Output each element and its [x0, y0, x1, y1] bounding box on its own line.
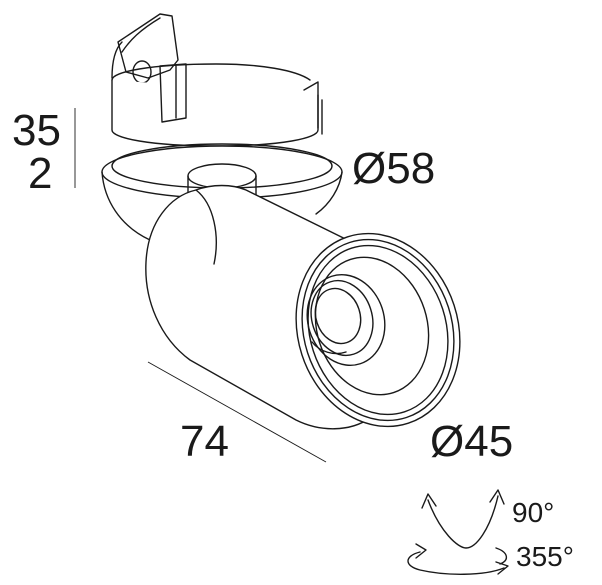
length-label: 74 — [180, 417, 229, 466]
flange-diameter-label: Ø58 — [352, 144, 435, 193]
height-top-label: 35 — [12, 106, 61, 155]
pan-arrow-icon — [407, 543, 509, 575]
tilt-angle-label: 90° — [512, 497, 554, 528]
recessed-housing — [111, 13, 323, 147]
spot-head — [145, 184, 461, 430]
length-dimension-line — [147, 361, 327, 463]
pan-angle-label: 355° — [516, 541, 574, 572]
tilt-arrow-icon — [421, 489, 505, 549]
height-bottom-label: 2 — [28, 149, 52, 198]
head-diameter-label: Ø45 — [430, 417, 513, 466]
